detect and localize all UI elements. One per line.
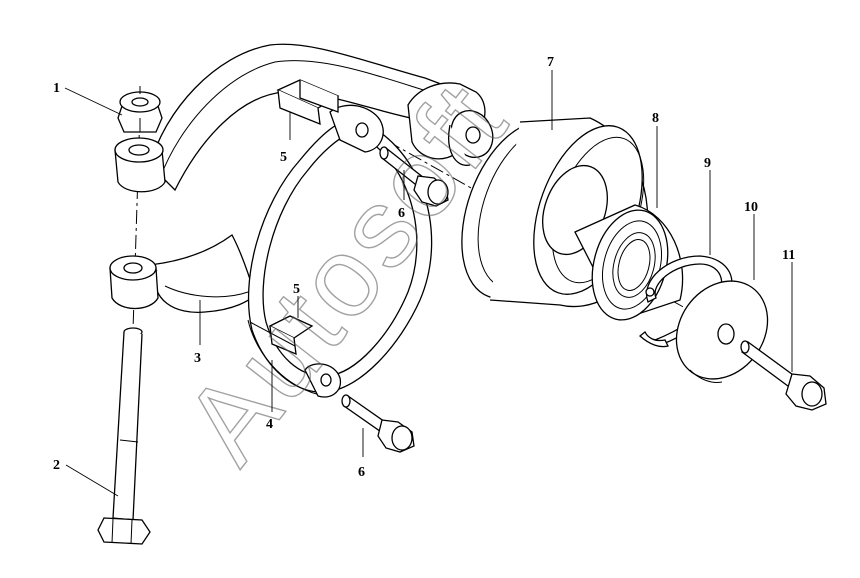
- callout-5-upper: 5: [280, 150, 287, 165]
- long-bolt: [97, 327, 151, 545]
- callout-11: 11: [782, 248, 795, 263]
- callout-3: 3: [194, 351, 201, 366]
- bolt-upper: [379, 146, 449, 207]
- callout-5-lower: 5: [293, 282, 300, 297]
- bracket-arm: [148, 43, 494, 314]
- callout-8: 8: [652, 111, 659, 126]
- callout-10: 10: [744, 200, 758, 215]
- bolt-pulley: [740, 340, 827, 411]
- clip-upper: [276, 79, 340, 126]
- lower-bushing: [109, 255, 159, 310]
- callout-4: 4: [266, 417, 273, 432]
- clip-lower: [249, 315, 314, 356]
- callout-labels: 1 2 3 4 5 5 6 6 7 8 9 10 11: [53, 55, 795, 480]
- callout-6-lower: 6: [358, 465, 365, 480]
- callout-1: 1: [53, 81, 60, 96]
- leader-lines: [64, 70, 793, 497]
- lock-nut: [117, 86, 163, 133]
- callout-2: 2: [53, 458, 60, 473]
- callout-9: 9: [704, 156, 711, 171]
- bolt-lower: [341, 394, 415, 453]
- callout-6-upper: 6: [398, 206, 405, 221]
- callout-7: 7: [547, 55, 554, 70]
- upper-bushing: [114, 137, 166, 193]
